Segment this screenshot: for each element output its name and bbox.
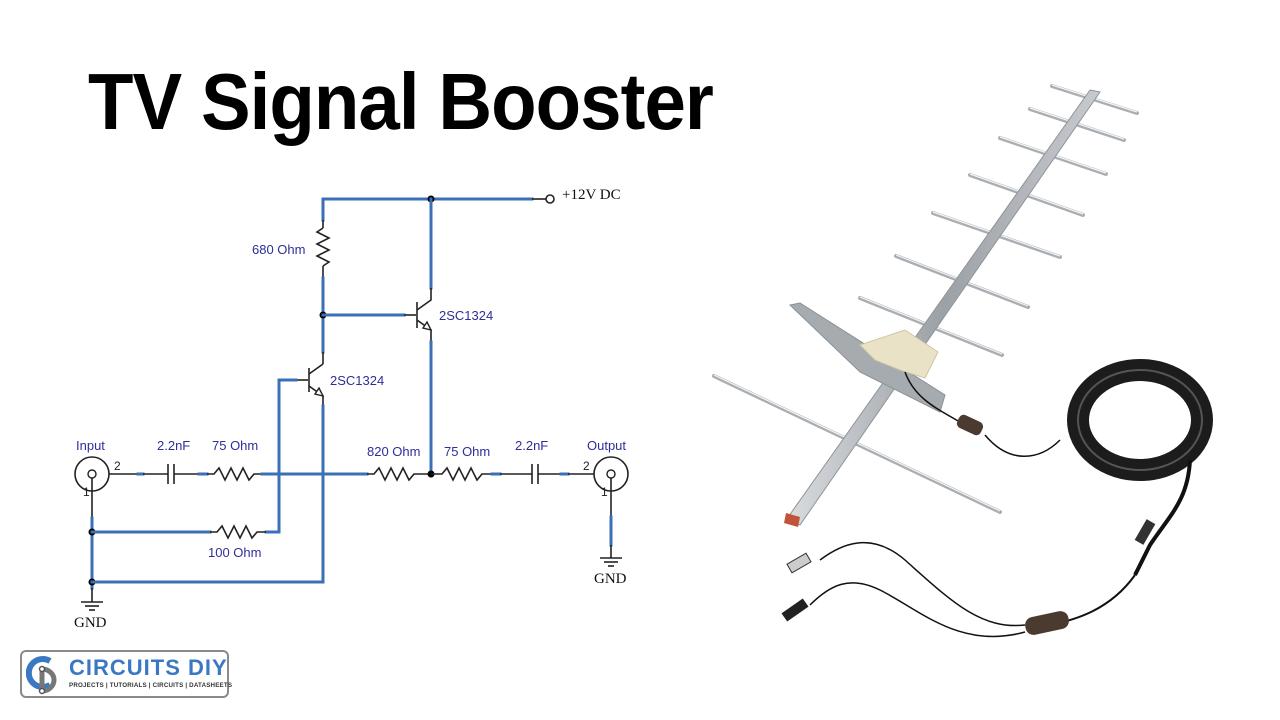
resistor-75-input: 75 Ohm: [207, 438, 262, 482]
power-injector: [1025, 611, 1069, 635]
output-pin-2: 2: [583, 459, 590, 473]
capacitor-output: 2.2nF: [500, 438, 561, 484]
resistor-680: 680 Ohm: [252, 220, 331, 278]
usb-plug: [786, 552, 812, 574]
resistor-820-label: 820 Ohm: [367, 444, 420, 459]
output-connector: Output 2 1: [583, 438, 629, 558]
logo-tagline: PROJECTS | TUTORIALS | CIRCUITS | DATASH…: [69, 682, 233, 689]
boom-end-cap: [784, 513, 800, 527]
capacitor-input: 2.2nF: [136, 438, 199, 484]
input-pin-2: 2: [114, 459, 121, 473]
transistor-q1-label: 2SC1324: [330, 373, 384, 388]
brand-logo[interactable]: CIRCUITS DIY PROJECTS | TUTORIALS | CIRC…: [20, 650, 233, 698]
transistor-q2: 2SC1324: [404, 197, 493, 342]
supply-label: +12V DC: [562, 187, 621, 203]
ground-icon-right: [600, 557, 622, 567]
ground-icon-left: [81, 601, 103, 611]
antenna-boom: [785, 89, 1101, 526]
resistor-680-label: 680 Ohm: [252, 242, 305, 257]
supply-rail: +12V DC: [321, 187, 621, 222]
transistor-q2-label: 2SC1324: [439, 308, 493, 323]
input-connector: Input 2 1: [74, 438, 138, 518]
dipole-mount: [859, 329, 939, 379]
f-connector: [1134, 519, 1156, 545]
transistor-q1: 2SC1324: [296, 352, 384, 406]
resistor-75-output-label: 75 Ohm: [444, 444, 490, 459]
antenna-product-image: [712, 84, 1213, 638]
supply-terminal-icon: [545, 194, 555, 204]
balun-amplifier: [956, 414, 984, 436]
page-title: TV Signal Booster: [88, 57, 714, 146]
logo-name: CIRCUITS DIY: [69, 655, 228, 680]
antenna-directors: [712, 84, 1139, 514]
circuit-schematic: +12V DC 680 Ohm 2SC1324 2SC1324 Input: [74, 187, 629, 631]
capacitor-output-label: 2.2nF: [515, 438, 548, 453]
resistor-75-output: 75 Ohm: [431, 444, 492, 482]
dipole-element: [788, 302, 946, 413]
resistor-100-label: 100 Ohm: [208, 545, 261, 560]
ground-label-left: GND: [74, 615, 107, 631]
resistor-100: 100 Ohm: [208, 524, 266, 560]
circuits-diy-logo-icon: [26, 656, 57, 695]
resistor-820: 820 Ohm: [367, 444, 431, 482]
dc-plug: [781, 598, 809, 622]
output-pin-1: 1: [601, 485, 608, 499]
ground-label-right: GND: [594, 571, 627, 587]
input-label: Input: [76, 438, 105, 453]
capacitor-input-label: 2.2nF: [157, 438, 190, 453]
resistor-75-input-label: 75 Ohm: [212, 438, 258, 453]
output-label: Output: [587, 438, 626, 453]
input-pin-1: 1: [83, 485, 90, 499]
